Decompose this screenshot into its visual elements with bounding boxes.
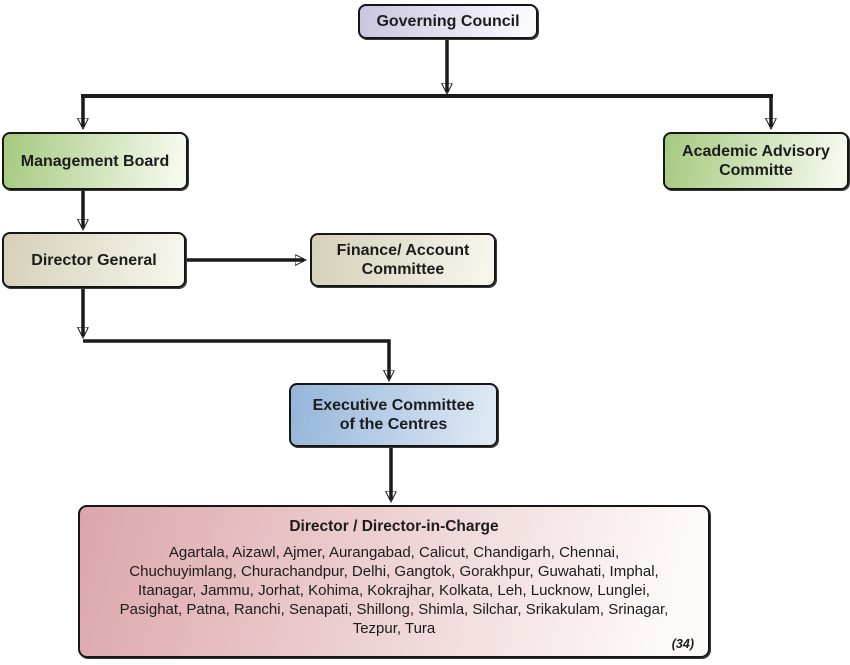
node-management-board: Management Board: [2, 132, 188, 190]
edge-bend-to-executive-arrow: [83, 339, 389, 379]
node-directors: Director / Director-in-Charge Agartala, …: [78, 505, 710, 658]
directors-count-badge: (34): [671, 637, 694, 651]
node-academic-advisory-committee: Academic Advisory Committe: [663, 132, 849, 190]
directors-centre-list: Agartala, Aizawl, Ajmer, Aurangabad, Cal…: [119, 544, 669, 637]
node-finance-account-committee: Finance/ Account Committee: [310, 233, 496, 287]
node-executive-committee: Executive Committee of the Centres: [289, 383, 498, 447]
node-governing-council: Governing Council: [358, 4, 538, 39]
directors-title: Director / Director-in-Charge: [289, 518, 499, 535]
node-director-general: Director General: [2, 232, 186, 288]
